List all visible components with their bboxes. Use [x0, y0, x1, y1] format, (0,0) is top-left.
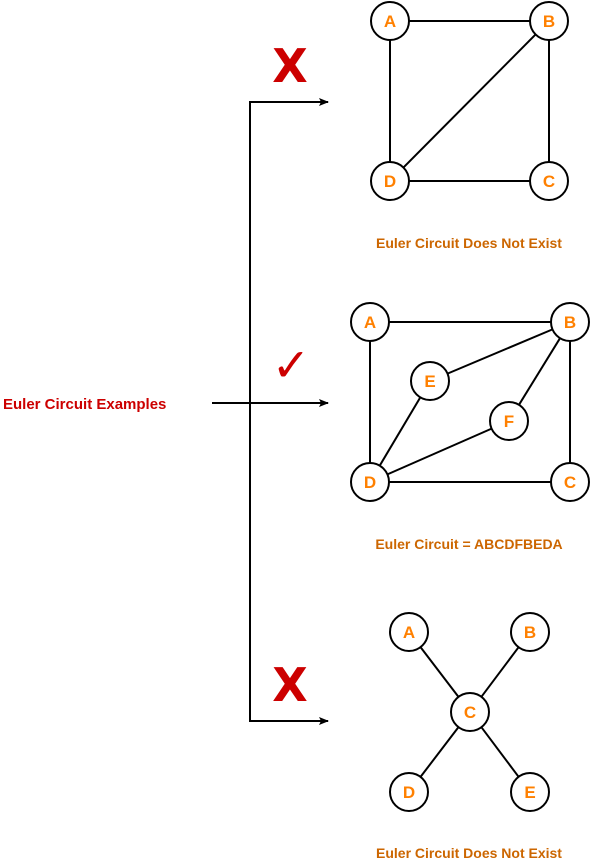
node-A: A [389, 612, 429, 652]
node-label: B [543, 12, 555, 31]
node-label: A [364, 313, 376, 332]
node-C: C [450, 692, 490, 732]
node-D: D [350, 462, 390, 502]
node-circle [389, 612, 429, 652]
edge-E-D [378, 396, 422, 467]
node-label: B [524, 623, 536, 642]
node-label: A [384, 12, 396, 31]
node-circle [529, 161, 569, 201]
node-circle [370, 1, 410, 41]
main-title: Euler Circuit Examples [3, 396, 166, 413]
check-icon: ✓ [272, 338, 311, 392]
edge-B-E [447, 328, 553, 375]
node-circle [410, 361, 450, 401]
node-B: B [510, 612, 550, 652]
edge-C-D [419, 726, 460, 778]
node-circle [510, 772, 550, 812]
node-label: E [424, 372, 435, 391]
node-circle [550, 302, 590, 342]
node-label: A [403, 623, 415, 642]
node-circle [510, 612, 550, 652]
node-circle [450, 692, 490, 732]
node-E: E [510, 772, 550, 812]
edge-B-F [518, 337, 561, 406]
edge-F-D [386, 427, 493, 476]
edge-B-D [402, 33, 537, 169]
graph-example-1: A B C D [370, 1, 569, 201]
node-circle [370, 161, 410, 201]
node-B: B [529, 1, 569, 41]
node-label: B [564, 313, 576, 332]
edge-A-C [419, 646, 460, 698]
node-label: C [464, 703, 476, 722]
graph-example-3: A B C D E [389, 612, 550, 812]
node-label: E [524, 783, 535, 802]
node-label: D [384, 172, 396, 191]
node-A: A [370, 1, 410, 41]
node-E: E [410, 361, 450, 401]
node-label: C [564, 473, 576, 492]
cross-icon: X [272, 658, 307, 712]
node-label: D [364, 473, 376, 492]
node-C: C [529, 161, 569, 201]
node-C: C [550, 462, 590, 502]
node-label: D [403, 783, 415, 802]
edge-B-C [480, 646, 520, 698]
node-label: C [543, 172, 555, 191]
caption-example-2: Euler Circuit = ABCDFBEDA [375, 536, 562, 552]
node-A: A [350, 302, 390, 342]
caption-example-3: Euler Circuit Does Not Exist [376, 845, 562, 861]
node-label: F [504, 412, 514, 431]
caption-example-1: Euler Circuit Does Not Exist [376, 235, 562, 251]
node-circle [350, 462, 390, 502]
graph-example-2: A B C D E F [350, 302, 590, 502]
node-circle [529, 1, 569, 41]
connector [212, 98, 329, 725]
node-circle [489, 401, 529, 441]
node-F: F [489, 401, 529, 441]
node-circle [550, 462, 590, 502]
node-D: D [370, 161, 410, 201]
node-D: D [389, 772, 429, 812]
edge-C-E [480, 726, 520, 778]
node-circle [350, 302, 390, 342]
node-B: B [550, 302, 590, 342]
cross-icon: X [272, 39, 307, 93]
node-circle [389, 772, 429, 812]
